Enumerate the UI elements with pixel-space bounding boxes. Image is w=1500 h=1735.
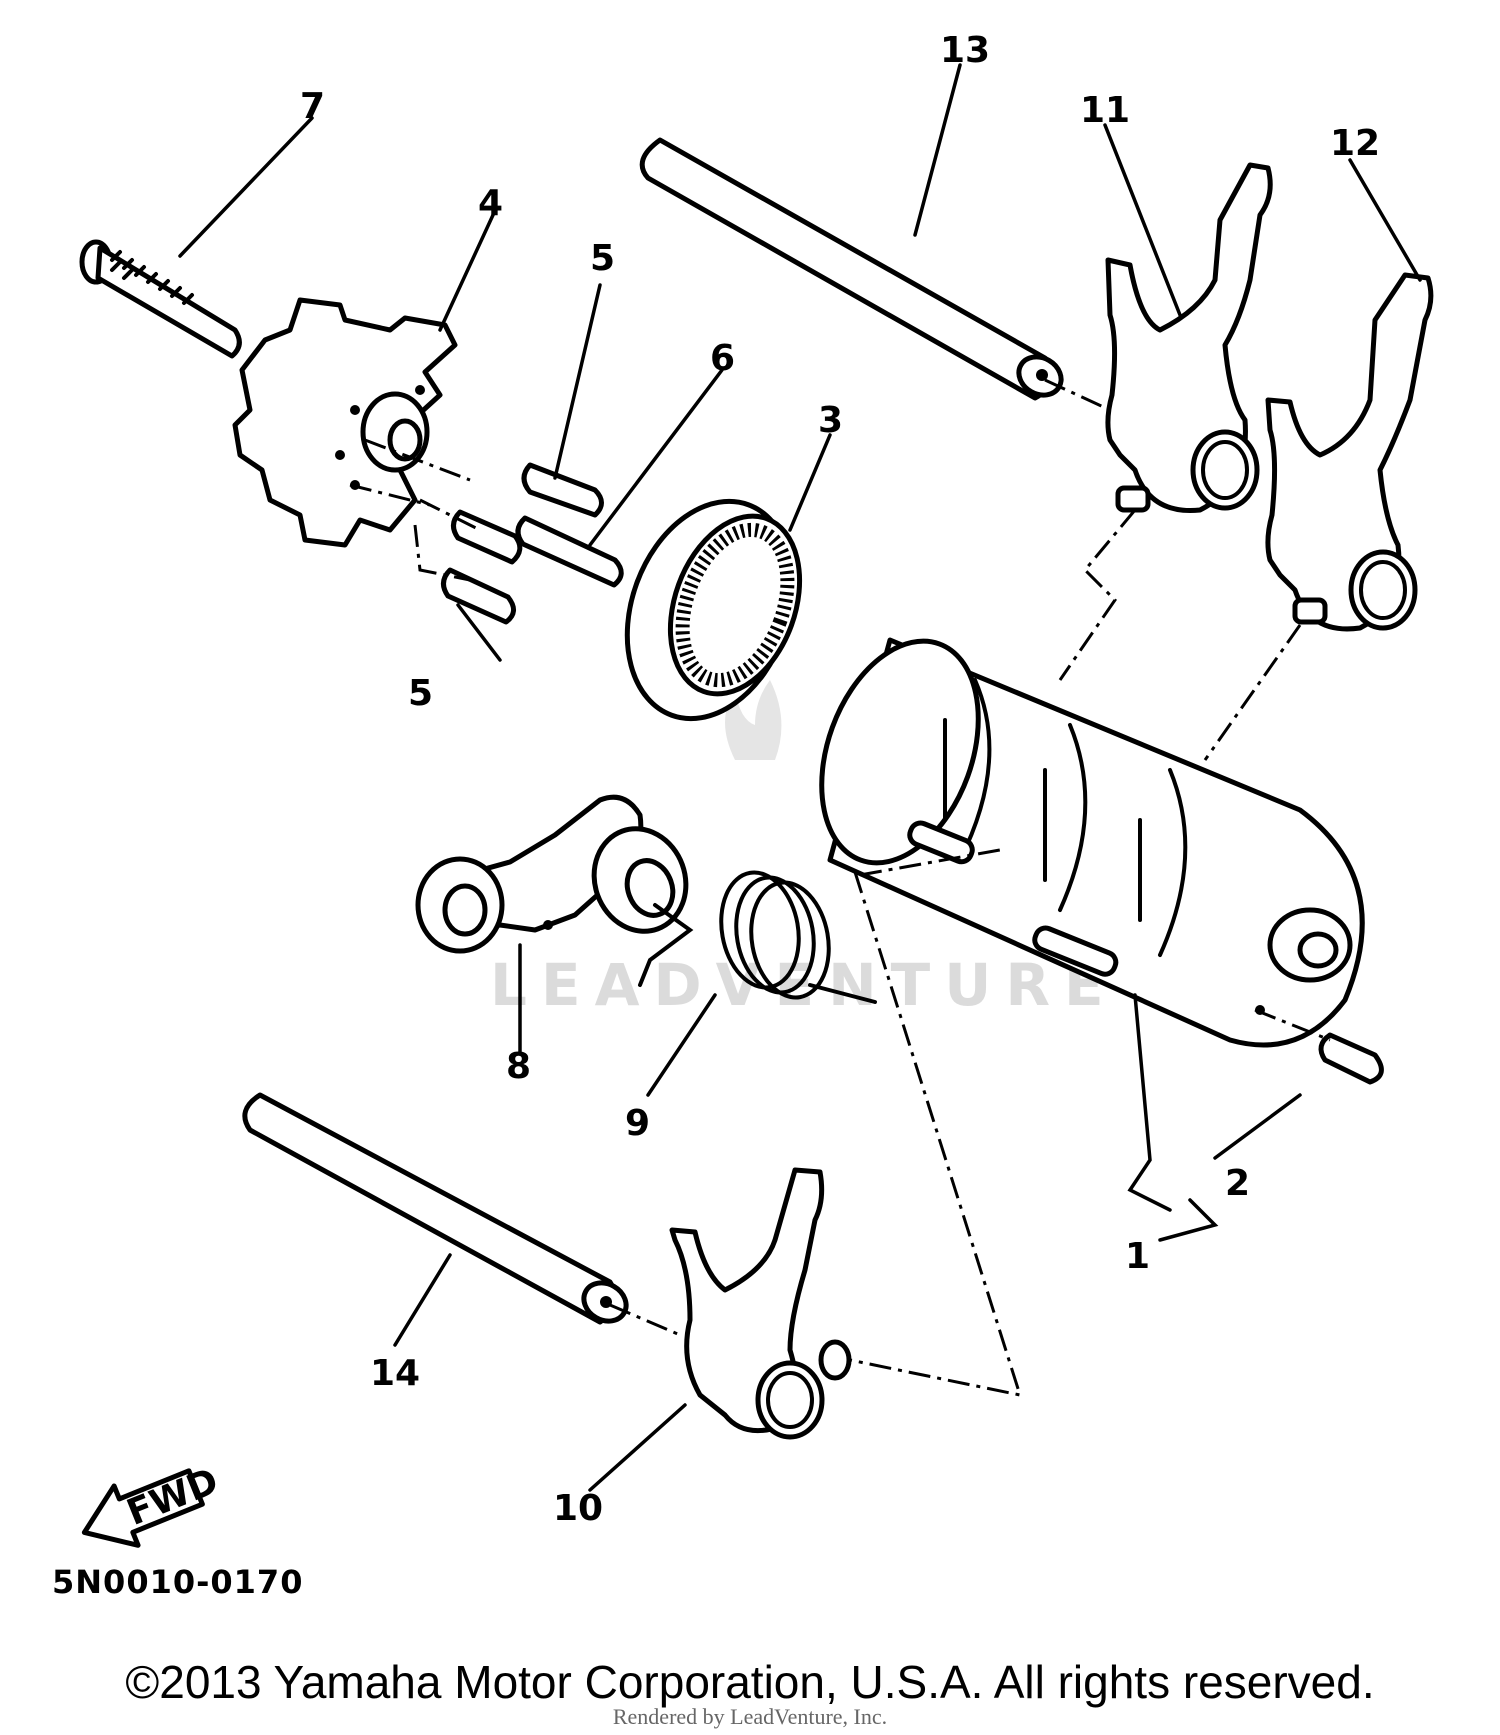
fwd-label: FWD bbox=[121, 1461, 224, 1534]
part-7-screw bbox=[79, 239, 242, 359]
callout-11: 11 bbox=[1080, 90, 1130, 131]
part-13-shift-fork-guide-bar-upper bbox=[639, 137, 1064, 401]
diagram-code: 5N0010-0170 bbox=[52, 1563, 304, 1601]
part-12-shift-fork bbox=[1265, 272, 1434, 632]
part-4-segment bbox=[232, 297, 458, 548]
part-2-pin bbox=[1318, 1032, 1384, 1085]
callout-5-lower: 5 bbox=[408, 673, 433, 714]
leader-lines bbox=[178, 63, 1422, 1492]
part-10-shift-fork bbox=[669, 1167, 852, 1440]
fwd-arrow-icon: FWD bbox=[81, 1461, 224, 1548]
callout-numbers: 7 4 5 6 3 5 13 11 12 2 1 8 9 14 10 bbox=[300, 30, 1380, 1529]
callout-6: 6 bbox=[710, 338, 735, 379]
callout-8: 8 bbox=[506, 1046, 531, 1087]
rendered-by-credit: Rendered by LeadVenture, Inc. bbox=[612, 1704, 888, 1729]
callout-12: 12 bbox=[1330, 123, 1380, 164]
part-5-pin-upper bbox=[521, 462, 604, 518]
part-3-bearing bbox=[624, 498, 803, 722]
part-6-pin-long bbox=[515, 515, 624, 588]
callout-14: 14 bbox=[370, 1353, 420, 1394]
part-8-shift-lever bbox=[415, 794, 689, 954]
watermark-text: LEADVENTURE bbox=[490, 951, 1118, 1019]
part-14-shift-fork-guide-bar-lower bbox=[242, 1092, 629, 1325]
callout-2: 2 bbox=[1225, 1163, 1250, 1204]
callout-4: 4 bbox=[478, 183, 503, 224]
part-9-torsion-spring bbox=[638, 870, 877, 1004]
callout-9: 9 bbox=[625, 1103, 650, 1144]
callout-3: 3 bbox=[818, 400, 843, 441]
part-5-pin-middle bbox=[451, 509, 523, 565]
copyright-notice: ©2013 Yamaha Motor Corporation, U.S.A. A… bbox=[125, 1656, 1375, 1708]
callout-10: 10 bbox=[553, 1488, 603, 1529]
callout-5-upper: 5 bbox=[590, 238, 615, 279]
part-1-shift-drum-assy bbox=[819, 637, 1365, 1048]
callout-1: 1 bbox=[1125, 1236, 1150, 1277]
callout-7: 7 bbox=[300, 86, 325, 127]
part-11-shift-fork bbox=[1105, 162, 1273, 513]
callout-13: 13 bbox=[940, 30, 990, 71]
part-5-pin-lower bbox=[441, 567, 516, 625]
